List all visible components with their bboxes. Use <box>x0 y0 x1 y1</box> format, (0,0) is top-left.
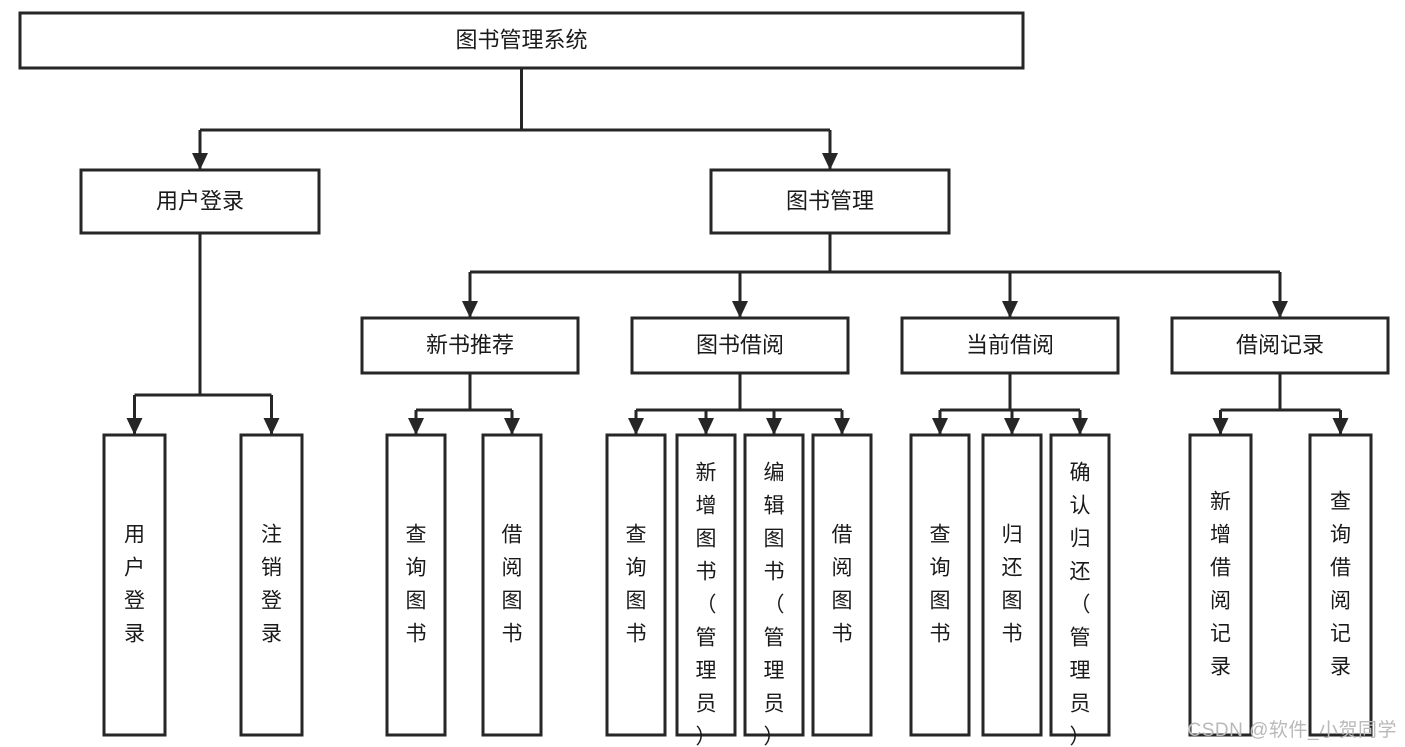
node-box-current-borrow <box>900 316 1120 375</box>
node-label-leaf-query-book-3: 查询图书 <box>930 523 951 645</box>
node-label-leaf-user-login: 用户登录 <box>124 523 145 645</box>
node-label-leaf-user-logout: 注销登录 <box>261 523 282 645</box>
node-box-leaf-user-logout <box>239 433 304 737</box>
node-label-borrow-record: 借阅记录 <box>1236 332 1324 357</box>
node-label-leaf-return-book: 归还图书 <box>1002 523 1023 645</box>
node-label-leaf-edit-book: 编辑图书（管理员） <box>764 461 785 747</box>
node-new-book-rec[interactable]: 新书推荐 <box>360 316 580 375</box>
arrowhead-leaf-user-login <box>126 418 143 435</box>
node-label-leaf-borrow-book-1: 借阅图书 <box>502 523 523 645</box>
arrowhead-leaf-confirm-return <box>1072 418 1088 435</box>
node-box-borrow-record <box>1170 316 1390 375</box>
node-leaf-confirm-return[interactable]: 确认归还（管理员） <box>1049 433 1111 747</box>
node-label-leaf-query-book-2: 查询图书 <box>626 523 647 645</box>
node-label-book-manage: 图书管理 <box>786 188 874 213</box>
node-leaf-return-book[interactable]: 归还图书 <box>981 433 1043 737</box>
node-leaf-add-record[interactable]: 新增借阅记录 <box>1188 433 1253 737</box>
node-label-leaf-confirm-return: 确认归还（管理员） <box>1070 461 1091 747</box>
node-leaf-query-record[interactable]: 查询借阅记录 <box>1308 433 1373 737</box>
arrowhead-book-manage <box>822 153 838 170</box>
node-current-borrow[interactable]: 当前借阅 <box>900 316 1120 375</box>
node-box-root <box>18 11 1025 70</box>
node-book-manage[interactable]: 图书管理 <box>709 168 951 235</box>
node-box-leaf-add-record <box>1188 433 1253 737</box>
arrowhead-borrow-record <box>1272 301 1288 318</box>
node-label-leaf-add-record: 新增借阅记录 <box>1210 490 1231 678</box>
node-box-leaf-borrow-book-2 <box>811 433 873 737</box>
arrowhead-leaf-borrow-book-2 <box>834 418 850 435</box>
node-leaf-query-book-3[interactable]: 查询图书 <box>909 433 971 737</box>
node-layer: 图书管理系统用户登录图书管理新书推荐图书借阅当前借阅借阅记录用户登录注销登录查询… <box>18 11 1390 747</box>
node-box-leaf-query-record <box>1308 433 1373 737</box>
arrowhead-leaf-add-book <box>698 418 714 435</box>
arrowhead-book-borrow <box>732 301 748 318</box>
node-book-borrow[interactable]: 图书借阅 <box>630 316 850 375</box>
node-label-new-book-rec: 新书推荐 <box>426 332 514 357</box>
arrowhead-new-book-rec <box>462 301 478 318</box>
arrowhead-leaf-add-record <box>1212 418 1229 435</box>
node-label-leaf-add-book: 新增图书（管理员） <box>696 461 717 747</box>
node-label-current-borrow: 当前借阅 <box>966 332 1054 357</box>
node-box-leaf-query-book-1 <box>385 433 447 737</box>
arrowhead-leaf-query-record <box>1332 418 1349 435</box>
arrowhead-leaf-query-book-2 <box>628 418 644 435</box>
node-box-book-borrow <box>630 316 850 375</box>
node-label-leaf-borrow-book-2: 借阅图书 <box>832 523 853 645</box>
node-box-leaf-add-book <box>675 433 737 737</box>
node-leaf-user-login[interactable]: 用户登录 <box>102 433 167 737</box>
node-box-user-login <box>79 168 321 235</box>
node-box-leaf-query-book-3 <box>909 433 971 737</box>
node-leaf-query-book-1[interactable]: 查询图书 <box>385 433 447 737</box>
arrowhead-user-login <box>192 153 208 170</box>
node-box-leaf-user-login <box>102 433 167 737</box>
node-label-root: 图书管理系统 <box>455 27 587 52</box>
node-box-leaf-confirm-return <box>1049 433 1111 737</box>
node-box-leaf-borrow-book-1 <box>481 433 543 737</box>
node-box-book-manage <box>709 168 951 235</box>
node-root[interactable]: 图书管理系统 <box>18 11 1025 70</box>
arrowhead-current-borrow <box>1002 301 1018 318</box>
node-box-leaf-query-book-2 <box>605 433 667 737</box>
arrowhead-leaf-borrow-book-1 <box>504 418 520 435</box>
node-borrow-record[interactable]: 借阅记录 <box>1170 316 1390 375</box>
arrowhead-leaf-edit-book <box>766 418 782 435</box>
node-label-leaf-query-book-1: 查询图书 <box>406 523 427 645</box>
connector-layer <box>126 68 1349 435</box>
node-leaf-edit-book[interactable]: 编辑图书（管理员） <box>743 433 805 747</box>
arrowhead-leaf-user-logout <box>263 418 280 435</box>
arrowhead-leaf-query-book-3 <box>932 418 948 435</box>
node-box-new-book-rec <box>360 316 580 375</box>
node-box-leaf-edit-book <box>743 433 805 737</box>
node-label-user-login: 用户登录 <box>156 188 244 213</box>
arrowhead-leaf-return-book <box>1004 418 1020 435</box>
node-leaf-borrow-book-1[interactable]: 借阅图书 <box>481 433 543 737</box>
arrowhead-leaf-query-book-1 <box>408 418 424 435</box>
node-box-leaf-return-book <box>981 433 1043 737</box>
node-leaf-add-book[interactable]: 新增图书（管理员） <box>675 433 737 747</box>
node-leaf-borrow-book-2[interactable]: 借阅图书 <box>811 433 873 737</box>
node-label-book-borrow: 图书借阅 <box>696 332 784 357</box>
node-leaf-query-book-2[interactable]: 查询图书 <box>605 433 667 737</box>
node-leaf-user-logout[interactable]: 注销登录 <box>239 433 304 737</box>
node-label-leaf-query-record: 查询借阅记录 <box>1330 490 1351 678</box>
node-user-login[interactable]: 用户登录 <box>79 168 321 235</box>
